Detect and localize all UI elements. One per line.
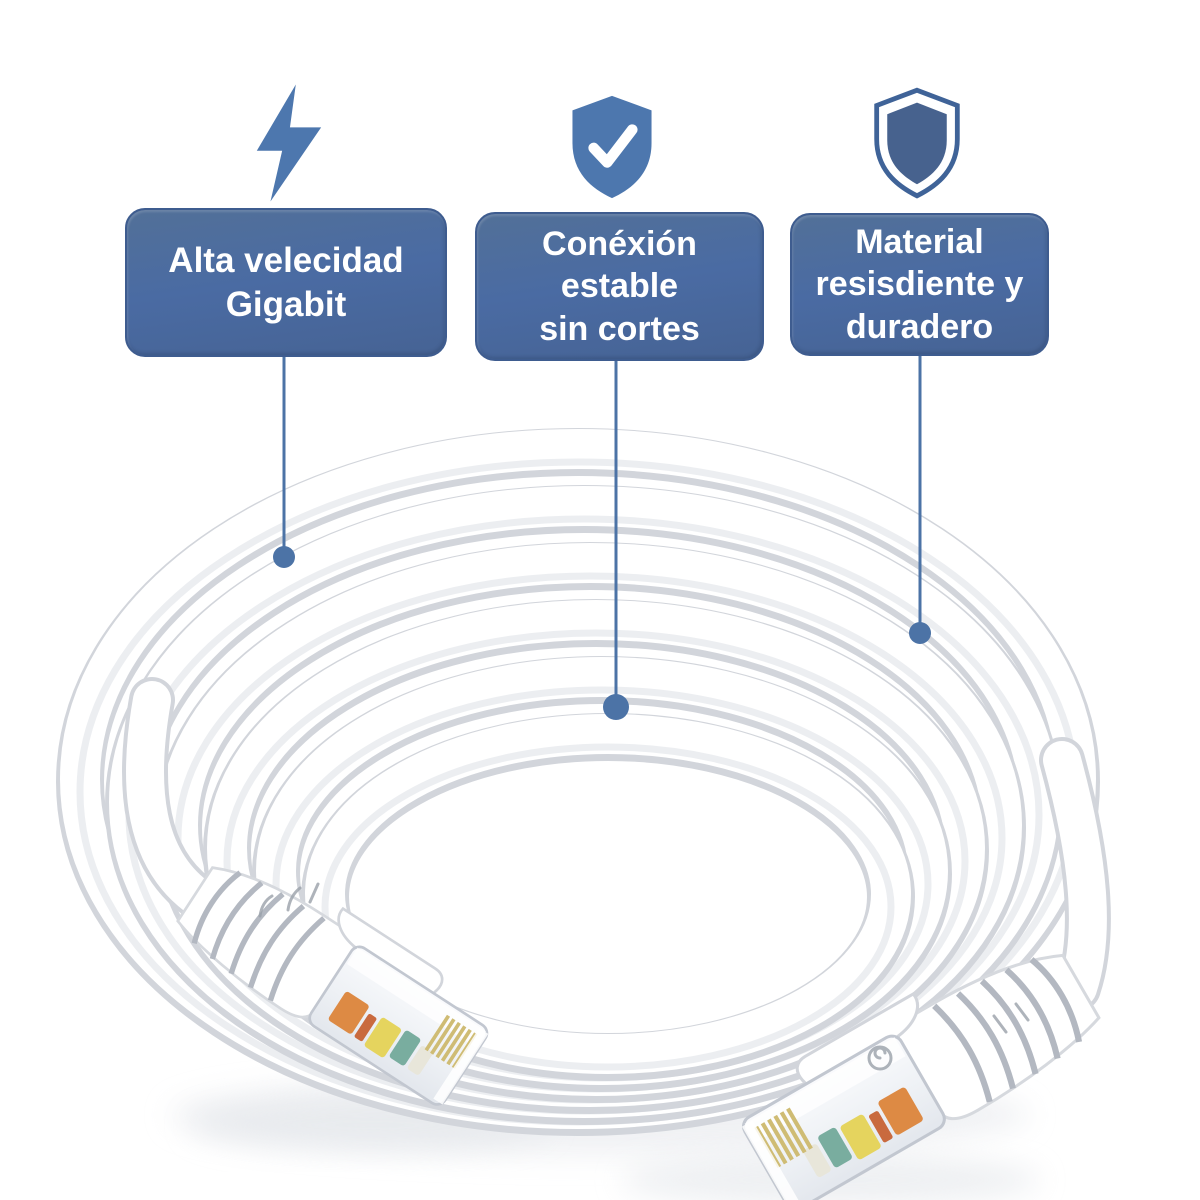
lightning-icon: [256, 84, 322, 202]
feature-box-material: Material resisdiente y duradero: [790, 213, 1049, 356]
feature-label-speed: Alta velecidad Gigabit: [168, 241, 404, 324]
cable-print-marks: [258, 882, 1030, 1071]
shield-icon: [874, 87, 960, 199]
shield-check-icon: [572, 95, 652, 199]
feature-label-connection: Conéxión estable sin cortes: [539, 225, 700, 348]
leader-lines: [273, 354, 931, 720]
leader-dot-3: [909, 622, 931, 644]
feature-box-connection: Conéxión estable sin cortes: [475, 212, 764, 361]
feature-box-speed: Alta velecidad Gigabit: [125, 208, 447, 357]
leader-dot-2: [603, 694, 629, 720]
feature-label-material: Material resisdiente y duradero: [815, 223, 1024, 346]
cable-coil: [56, 428, 1100, 1136]
leader-dot-1: [273, 546, 295, 568]
cable-tails: [122, 677, 1111, 1011]
